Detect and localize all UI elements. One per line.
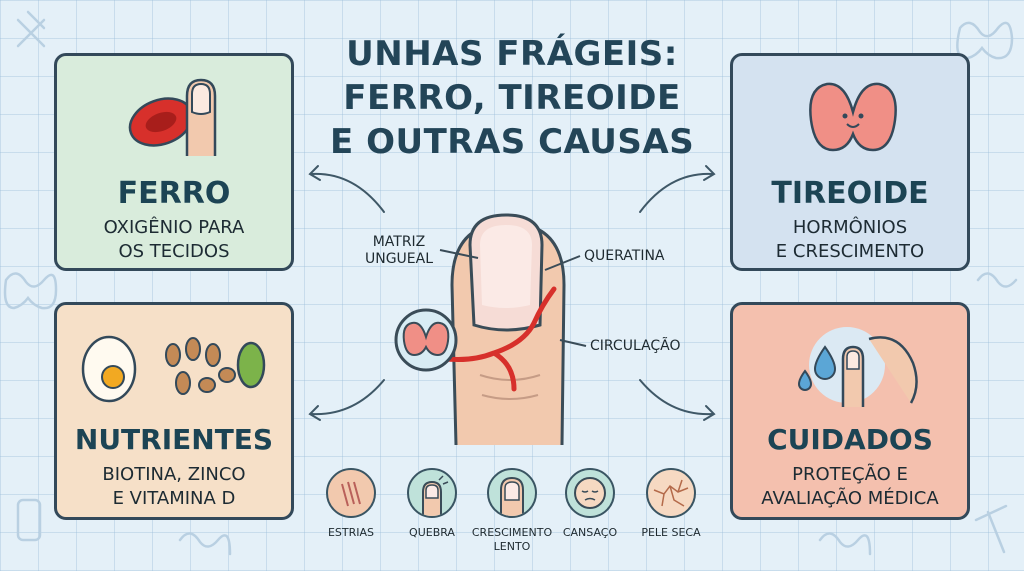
card-subtitle: BIOTINA, ZINCO E VITAMINA D: [102, 464, 246, 509]
label-queratina: QUERATINA: [584, 248, 665, 264]
arrow-to-cuidados: [639, 379, 713, 416]
card-subtitle: OXIGÊNIO PARA OS TECIDOS: [103, 217, 245, 262]
nail-doodle-icon: [16, 10, 46, 48]
page-title: UNHAS FRÁGEIS: FERRO, TIREOIDE E OUTRAS …: [330, 34, 695, 162]
card-heading: TIREOIDE: [771, 176, 929, 211]
ridged-nail-icon: [341, 481, 361, 507]
label-circulacao: CIRCULAÇÃO: [590, 338, 681, 354]
blood-vessel: [421, 286, 557, 392]
card-heading: NUTRIENTES: [74, 423, 274, 456]
label-matriz-ungueal: MATRIZ UNGUEAL: [364, 234, 434, 267]
thyroid-gland-icon: [809, 82, 897, 152]
card-ferro: FERRO OXIGÊNIO PARA OS TECIDOS: [54, 53, 294, 271]
card-heading: CUIDADOS: [767, 423, 933, 456]
water-drop-and-hand-icon: [797, 327, 918, 407]
symptom-cansaco: CANSAÇO: [545, 468, 635, 540]
card-nutrientes: NUTRIENTES BIOTINA, ZINCO E VITAMINA D: [54, 302, 294, 520]
arrow-to-ferro: [311, 172, 385, 213]
thyroid-doodle-icon: [956, 21, 1014, 60]
card-tireoide: TIREOIDE HORMÔNIOS E CRESCIMENTO: [730, 53, 970, 271]
card-cuidados: CUIDADOS PROTEÇÃO E AVALIAÇÃO MÉDICA: [730, 302, 970, 520]
short-nail-icon: [500, 476, 524, 516]
cracked-skin-icon: [653, 479, 689, 507]
thyroid-doodle-icon: [178, 532, 232, 556]
symptom-crescimento-lento: CRESCIMENTO LENTO: [467, 468, 557, 554]
card-heading: FERRO: [117, 176, 231, 211]
thyroid-doodle-icon: [976, 272, 1018, 288]
card-subtitle: HORMÔNIOS E CRESCIMENTO: [775, 217, 925, 262]
bottle-doodle-icon: [16, 498, 42, 542]
arrow-to-nutrientes: [311, 379, 385, 416]
red-blood-cell-and-finger-icon: [128, 78, 217, 156]
arrow-to-tireoide: [639, 172, 713, 213]
thyroid-doodle-icon: [3, 272, 58, 310]
symptom-estrias: ESTRIAS: [306, 468, 396, 540]
egg-and-seeds-icon: [81, 335, 266, 403]
tired-face-icon: [574, 477, 606, 509]
finger-nail-icon: [394, 213, 566, 446]
symptom-quebra: QUEBRA: [387, 468, 477, 540]
symptom-pele-seca: PELE SECA: [626, 468, 716, 540]
bolt-doodle-icon: [974, 504, 1008, 554]
broken-nail-icon: [422, 475, 449, 516]
card-subtitle: PROTEÇÃO E AVALIAÇÃO MÉDICA: [761, 464, 939, 509]
thyroid-doodle-icon: [818, 532, 872, 556]
